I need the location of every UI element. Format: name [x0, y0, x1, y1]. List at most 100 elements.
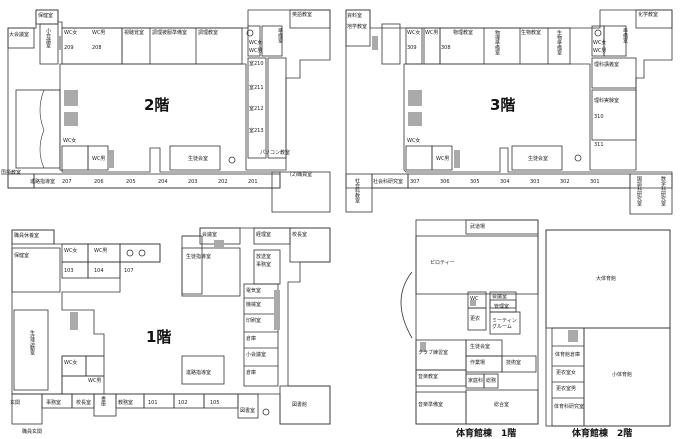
- room-label: 職員休養室: [14, 233, 40, 239]
- room-label: 武道場: [470, 224, 486, 230]
- room-label: 音楽準備室: [418, 402, 444, 408]
- room-label: 事務室: [46, 400, 62, 406]
- room-label: 校長室: [76, 400, 92, 406]
- room-label: 107: [124, 268, 134, 274]
- room-label: WC女: [407, 30, 421, 36]
- room-label: 102: [178, 400, 188, 406]
- room-label: 物理教室: [453, 30, 474, 36]
- room-label: 室210: [249, 61, 264, 67]
- room-label: 生物準備室: [556, 30, 562, 55]
- gym-1-walls: [400, 219, 539, 425]
- room-label: 倉庫: [246, 370, 257, 376]
- room-label: 303: [530, 179, 540, 185]
- room-label: 305: [470, 179, 480, 185]
- room-label: 視聴覚室: [124, 30, 145, 36]
- room-label: 室211: [249, 85, 264, 91]
- room-label: 資料室: [347, 13, 363, 19]
- room-label: WC女: [64, 360, 78, 366]
- room-label: パソコン教室: [260, 150, 291, 156]
- room-label: 社会科研究室: [373, 179, 404, 185]
- room-label: 小会議室: [45, 28, 51, 48]
- room-label: 204: [158, 179, 168, 185]
- room-label: 総務: [486, 378, 497, 384]
- room-label: 地学教室: [347, 24, 368, 30]
- room-label: 207: [62, 179, 72, 185]
- room-label: 経理室: [256, 232, 272, 238]
- room-label: 管理室: [494, 304, 510, 310]
- room-label: WC男: [425, 30, 439, 36]
- room-label: 生徒会室: [188, 156, 209, 162]
- room-label: 308: [441, 45, 451, 51]
- room-label: 英語教室: [292, 12, 313, 18]
- room-label: 音楽教室: [418, 374, 439, 380]
- room-label: 国語教室: [1, 170, 22, 176]
- room-label: 更衣室女: [556, 370, 577, 376]
- room-label: 生物教室: [521, 30, 542, 36]
- room-label: 室212: [249, 106, 264, 112]
- room-label: ピロティー: [430, 260, 455, 266]
- room-label: 理科講義室: [594, 62, 620, 68]
- room-label: WC女: [64, 248, 78, 254]
- room-label: 機械室: [246, 302, 262, 308]
- room-label: 国語科研究室: [636, 176, 642, 206]
- room-label: WC男: [436, 156, 450, 162]
- room-label: 209: [64, 45, 74, 51]
- room-label: 準備室: [277, 28, 283, 43]
- room-label: 電気室: [246, 288, 262, 294]
- room-label: 203: [188, 179, 198, 185]
- gym-2-walls: [545, 229, 671, 427]
- room-label: 図書館: [292, 402, 308, 408]
- room-label: 生徒指導室: [186, 254, 212, 260]
- room-label: 倉庫: [246, 336, 257, 342]
- room-label: クラブ練習室: [418, 350, 449, 356]
- room-label: 事務室: [256, 262, 272, 268]
- room-label: 生徒会室: [528, 156, 549, 162]
- room-label: 進路指導室: [30, 179, 56, 185]
- room-label: 105: [210, 400, 220, 406]
- room-label: 201: [248, 179, 258, 185]
- room-label: 104: [94, 268, 104, 274]
- room-label: WC男: [593, 48, 607, 54]
- room-label: 302: [560, 179, 570, 185]
- room-label: 保健室: [14, 253, 30, 259]
- room-label: 208: [92, 45, 102, 51]
- room-label: 306: [440, 179, 450, 185]
- room-label: 会議室: [492, 294, 508, 300]
- room-label: 体育科研究室: [554, 404, 585, 410]
- room-label: 更衣室男: [556, 386, 577, 392]
- floor-1-columns: [70, 240, 280, 330]
- room-label: 教務室: [118, 400, 134, 406]
- room-label: 更衣: [470, 316, 481, 322]
- room-label: 理科実験室: [594, 98, 620, 104]
- room-label: 205: [126, 179, 136, 185]
- floor-3-columns: [372, 36, 460, 168]
- room-label: WC男: [249, 48, 263, 54]
- room-label: 書庫: [100, 396, 106, 406]
- floor-3-walls: [345, 9, 673, 215]
- room-label: 体育館倉庫: [555, 352, 581, 358]
- room-label: WC: [470, 296, 479, 302]
- room-label: 310: [594, 114, 604, 120]
- room-label: 進路指導室: [186, 370, 212, 376]
- room-label: 会議室: [202, 232, 218, 238]
- room-label: WC男: [88, 378, 102, 384]
- room-label: 202: [218, 179, 228, 185]
- room-label: 206: [94, 179, 104, 185]
- room-label: 小会議室: [246, 352, 267, 358]
- room-label: 小体育館: [612, 372, 633, 378]
- room-label: (2)職員室: [290, 172, 313, 178]
- room-label: 図書室: [240, 408, 256, 414]
- room-label: 職員玄関: [22, 429, 43, 435]
- gym-1-title: 体育館棟 1階: [456, 429, 517, 439]
- room-label: 大会議室: [9, 32, 30, 38]
- gym-2-title: 体育館棟 2階: [572, 429, 633, 439]
- room-label: 社会科教室: [354, 178, 360, 203]
- room-label: 調理教室: [198, 30, 219, 36]
- room-label: WC男: [92, 30, 106, 36]
- floor-2-title: 2階: [144, 96, 170, 114]
- room-label: 玄関: [10, 400, 21, 406]
- floor-1-walls: [11, 227, 331, 425]
- room-label: WC女: [593, 40, 607, 46]
- room-label: 化学教室: [638, 12, 659, 18]
- room-label: 304: [500, 179, 510, 185]
